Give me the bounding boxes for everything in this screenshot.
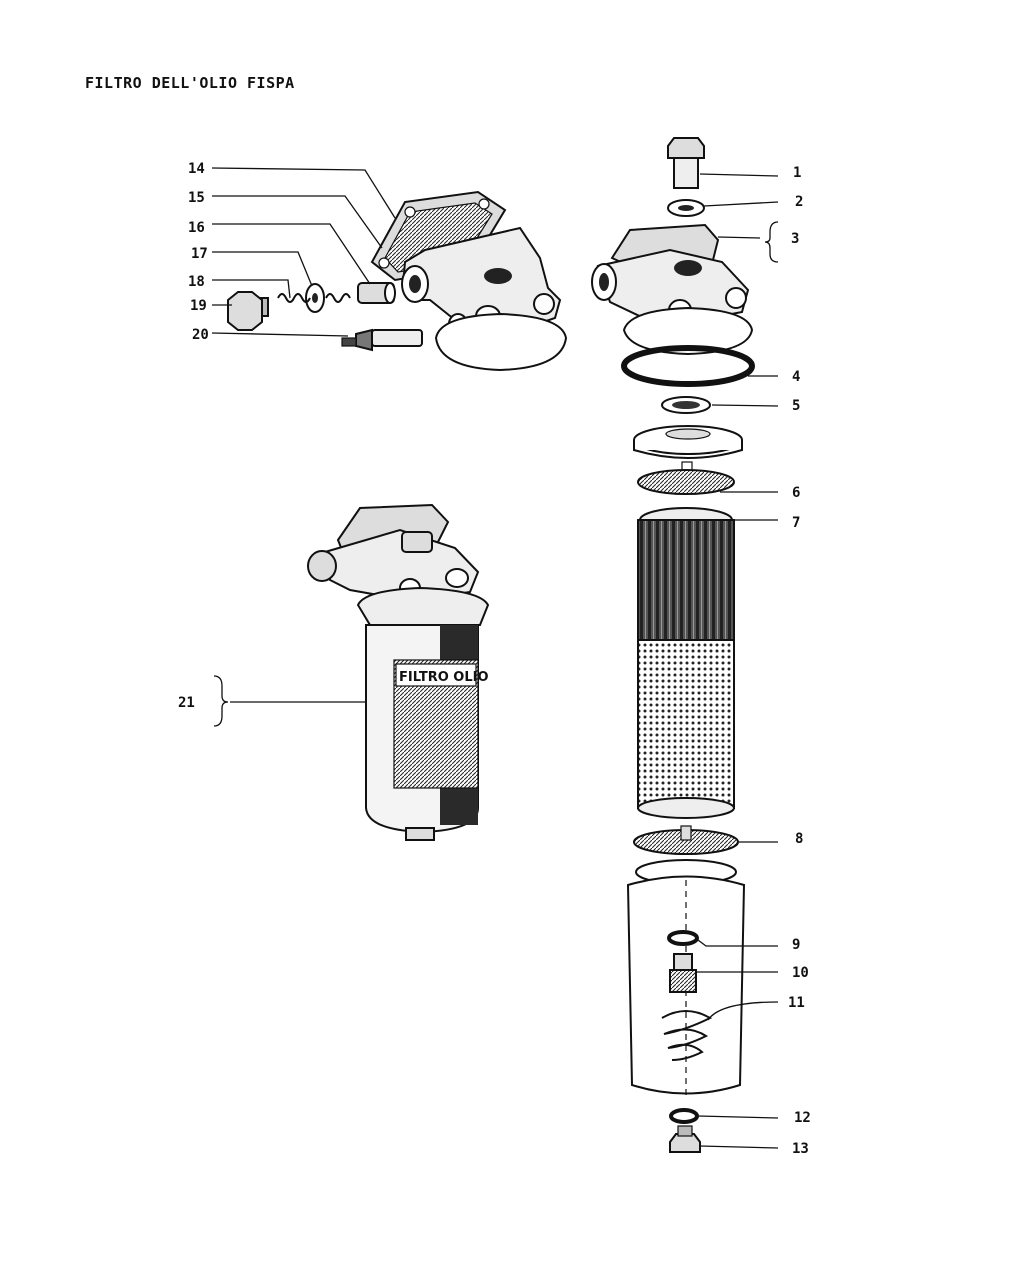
part-label-15: 15 (188, 190, 205, 206)
part-label-17: 17 (191, 246, 208, 262)
part-label-18: 18 (188, 274, 205, 290)
part-label-1: 1 (793, 165, 801, 181)
part-label-7: 7 (792, 515, 800, 531)
part-label-6: 6 (792, 485, 800, 501)
part-label-3: 3 (791, 231, 799, 247)
part-labels: 1 2 3 4 5 6 7 8 9 10 11 12 13 14 15 16 1… (178, 161, 811, 1157)
part-label-14: 14 (188, 161, 205, 177)
part-label-2: 2 (795, 194, 803, 210)
part-label-8: 8 (795, 831, 803, 847)
leader-lines (211, 167, 779, 1149)
part-label-10: 10 (792, 965, 809, 981)
part-label-19: 19 (190, 298, 207, 314)
canister-label: FILTRO OLIO (399, 670, 489, 685)
part-label-20: 20 (192, 327, 209, 343)
part-label-11: 11 (788, 995, 805, 1011)
part-label-21: 21 (178, 695, 195, 711)
part-label-5: 5 (792, 398, 800, 414)
filter-head-exploded (227, 190, 568, 372)
part-label-9: 9 (792, 937, 800, 953)
page-title: FILTRO DELL'OLIO FISPA (85, 74, 295, 92)
part-label-16: 16 (188, 220, 205, 236)
part-label-12: 12 (794, 1110, 811, 1126)
cartridge-exploded (591, 137, 755, 1153)
assembled-filter: FILTRO OLIO (307, 503, 490, 841)
part-label-4: 4 (792, 369, 800, 385)
part-label-13: 13 (792, 1141, 809, 1157)
